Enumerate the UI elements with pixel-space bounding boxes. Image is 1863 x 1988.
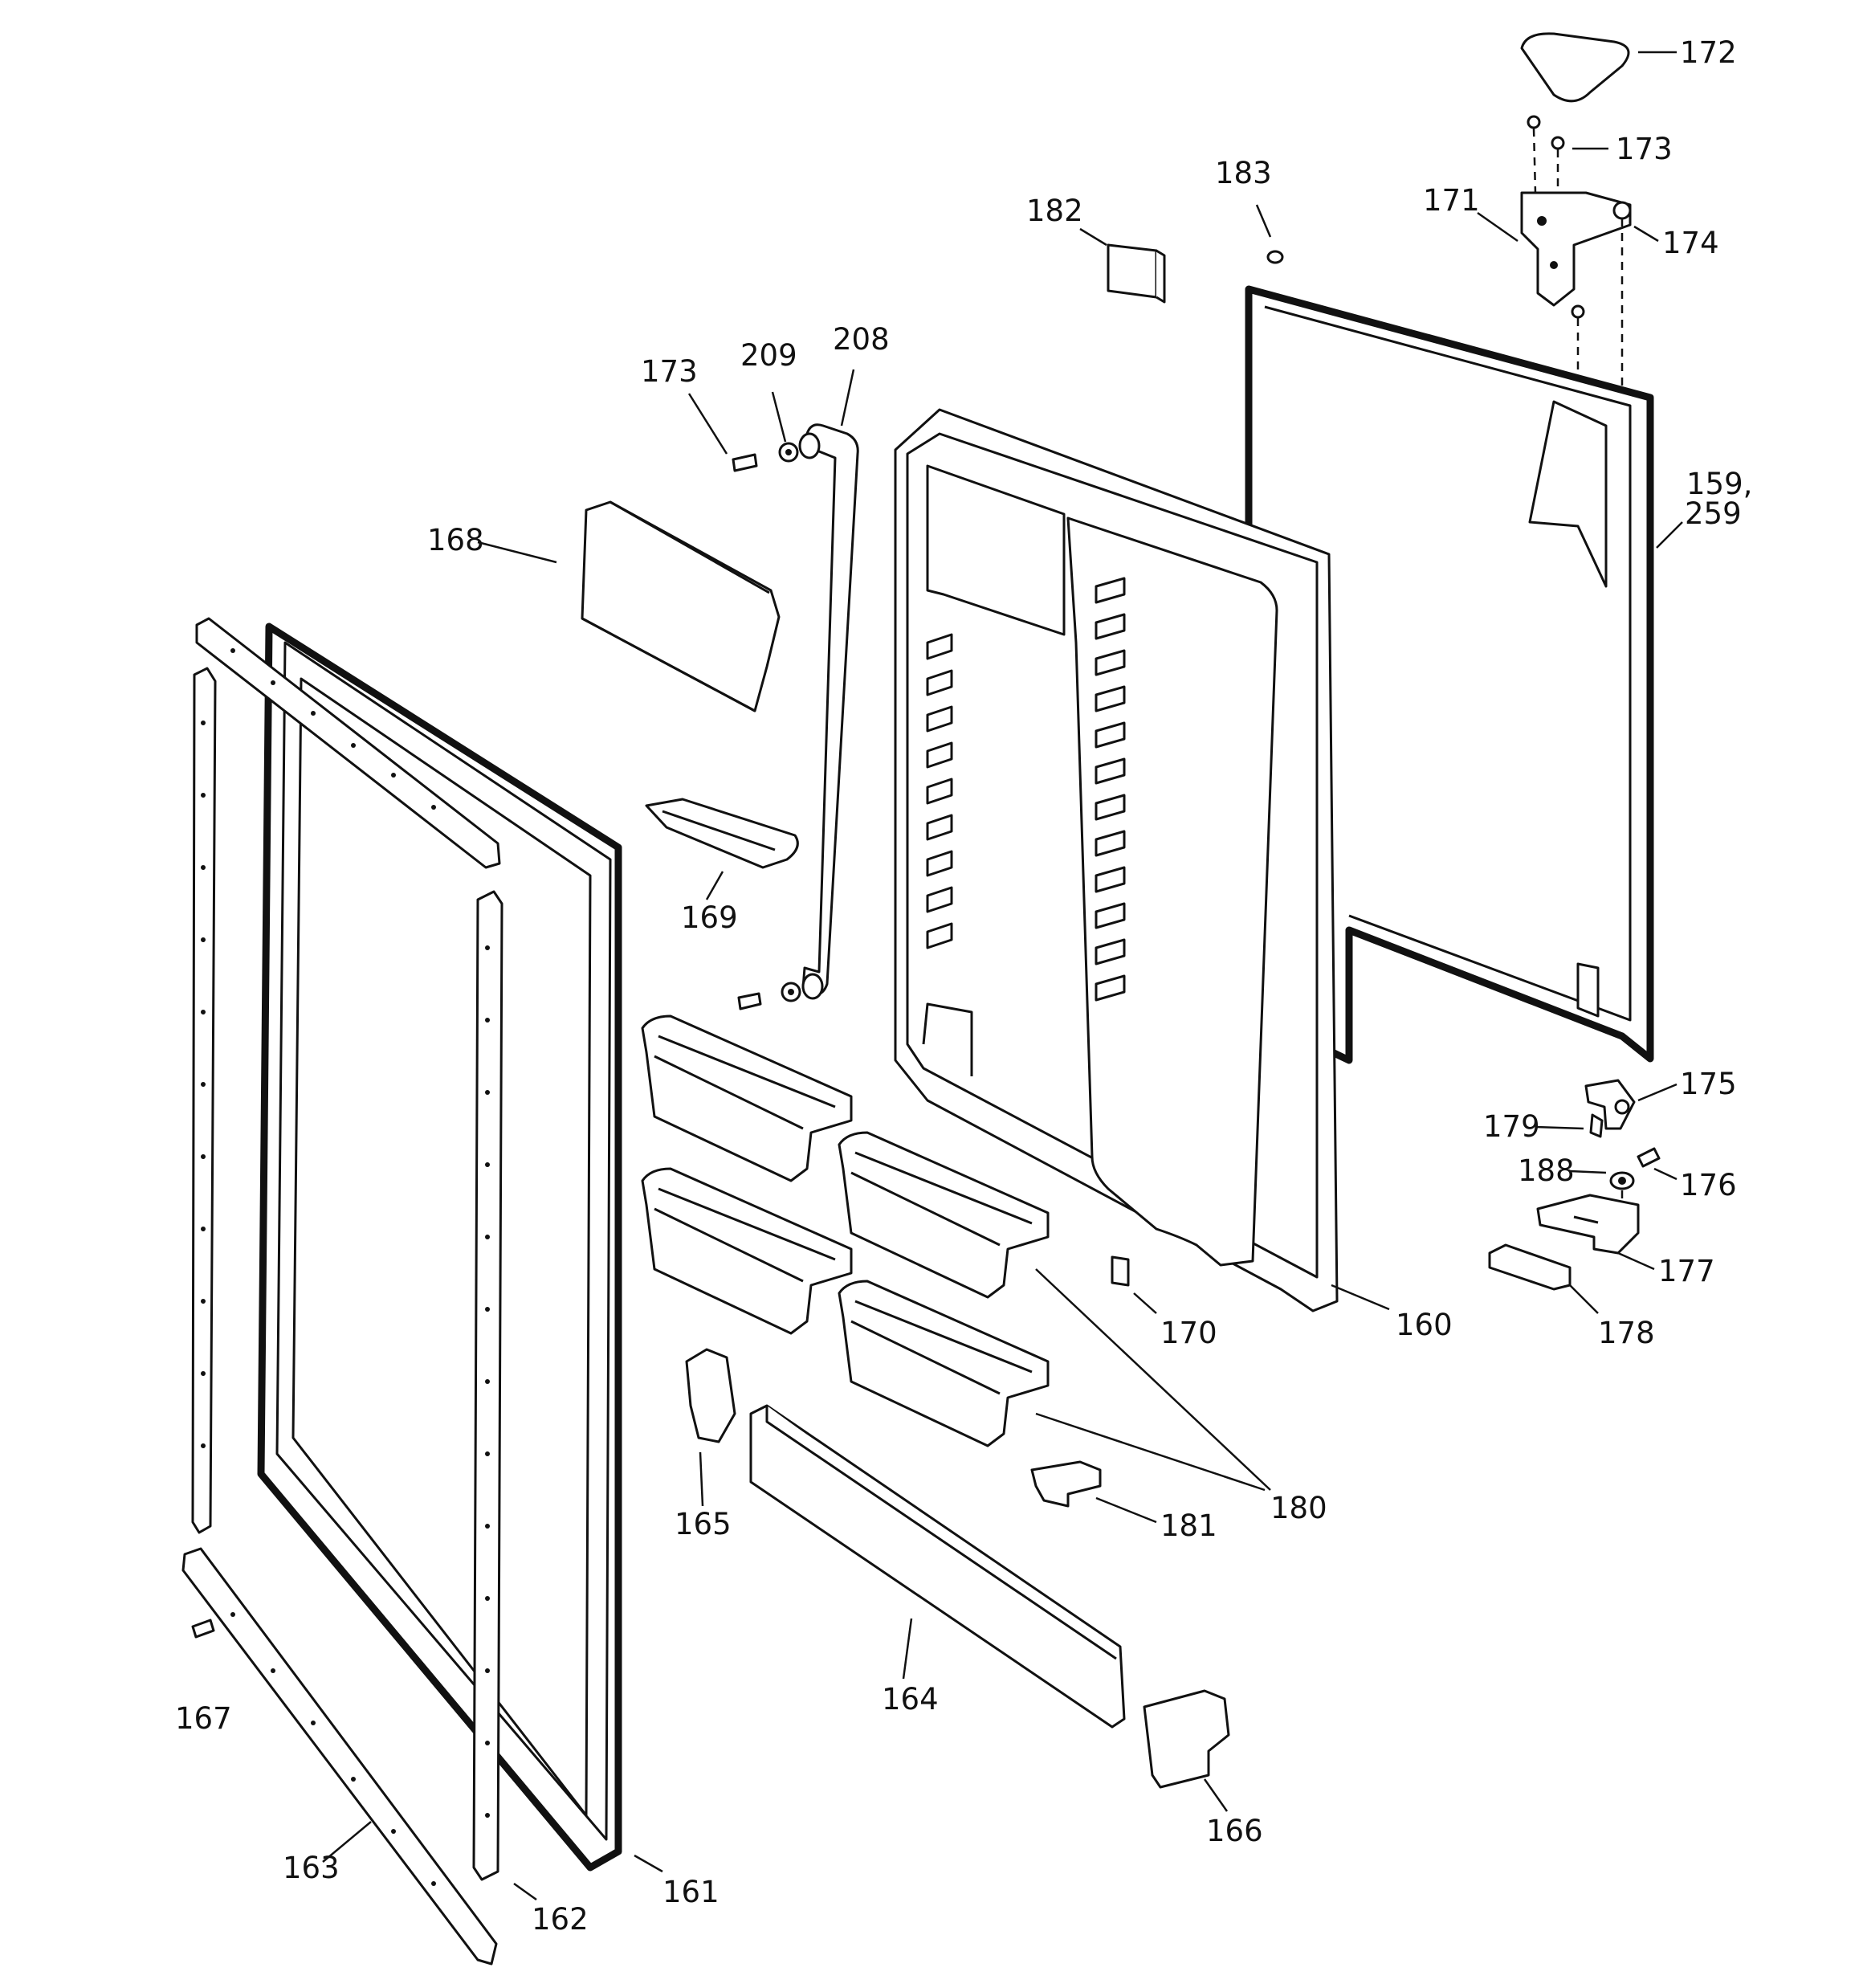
callout-164: 164	[882, 1682, 939, 1717]
part-shim	[1488, 1243, 1572, 1291]
callout-174: 174	[1662, 226, 1719, 260]
callout-166: 166	[1206, 1814, 1263, 1848]
callout-173-handle: 173	[641, 354, 698, 389]
part-door-liner	[894, 408, 1339, 1312]
part-pad	[1107, 243, 1166, 304]
callout-173-top: 173	[1616, 132, 1673, 166]
callout-171: 171	[1423, 183, 1480, 218]
part-door-bin	[838, 1280, 1050, 1447]
callout-168: 168	[427, 523, 484, 557]
part-clip	[1030, 1460, 1102, 1508]
part-door-handle	[798, 423, 859, 1000]
part-spacer-washer	[778, 442, 801, 1002]
callout-170: 170	[1160, 1316, 1217, 1350]
part-bottom-trim	[749, 1404, 1126, 1729]
callout-159: 159,	[1686, 467, 1752, 501]
part-door-bin	[641, 1014, 853, 1182]
part-plug	[1266, 250, 1284, 264]
callout-162: 162	[532, 1902, 589, 1937]
part-end-cap-right	[1143, 1689, 1230, 1789]
callout-172: 172	[1680, 35, 1737, 70]
callout-167: 167	[175, 1701, 232, 1736]
callout-180: 180	[1270, 1491, 1327, 1525]
callout-177: 177	[1658, 1254, 1715, 1288]
callout-188: 188	[1518, 1153, 1575, 1188]
callout-163: 163	[283, 1851, 340, 1885]
callout-208: 208	[833, 322, 890, 357]
callout-160: 160	[1396, 1308, 1453, 1342]
part-handle-screws	[732, 453, 762, 1010]
liner-shelf-ribs-left	[926, 633, 953, 949]
callout-161: 161	[662, 1875, 720, 1909]
part-screw	[191, 1619, 215, 1639]
callout-165: 165	[675, 1507, 732, 1541]
part-door-gasket	[257, 623, 622, 1872]
part-bushing	[1609, 1171, 1635, 1205]
part-dairy-door	[581, 500, 781, 712]
callout-181: 181	[1160, 1508, 1217, 1543]
part-gasket-strip-left	[191, 667, 217, 1534]
part-door-bin	[641, 1167, 853, 1335]
leader-lines	[322, 51, 1683, 1901]
part-door-bin	[838, 1131, 1050, 1299]
part-gasket-strip-right	[472, 890, 503, 1881]
callout-178: 178	[1598, 1316, 1655, 1350]
part-gasket-strip-top	[195, 617, 501, 869]
part-tray	[645, 798, 799, 869]
callout-179: 179	[1483, 1109, 1540, 1144]
part-bottom-hinge	[1584, 1079, 1636, 1138]
callout-labels: 172 173 171 174 183 182 159, 259 173 209…	[175, 35, 1752, 1937]
part-hinge-cover	[1520, 32, 1630, 103]
callout-183: 183	[1215, 156, 1272, 190]
callout-176: 176	[1680, 1168, 1737, 1202]
liner-shelf-ribs-right	[1095, 577, 1126, 1002]
callout-175: 175	[1680, 1067, 1737, 1101]
callout-259: 259	[1685, 496, 1742, 531]
part-hinge-bracket	[1536, 1194, 1640, 1255]
callout-209: 209	[740, 338, 797, 373]
part-hinge-screw	[1637, 1147, 1661, 1168]
part-small-pad	[1111, 1255, 1130, 1287]
callout-182: 182	[1026, 194, 1083, 228]
part-end-cap-left	[685, 1348, 736, 1443]
part-gasket-strip-bottom	[181, 1547, 498, 1966]
callout-169: 169	[681, 900, 738, 935]
